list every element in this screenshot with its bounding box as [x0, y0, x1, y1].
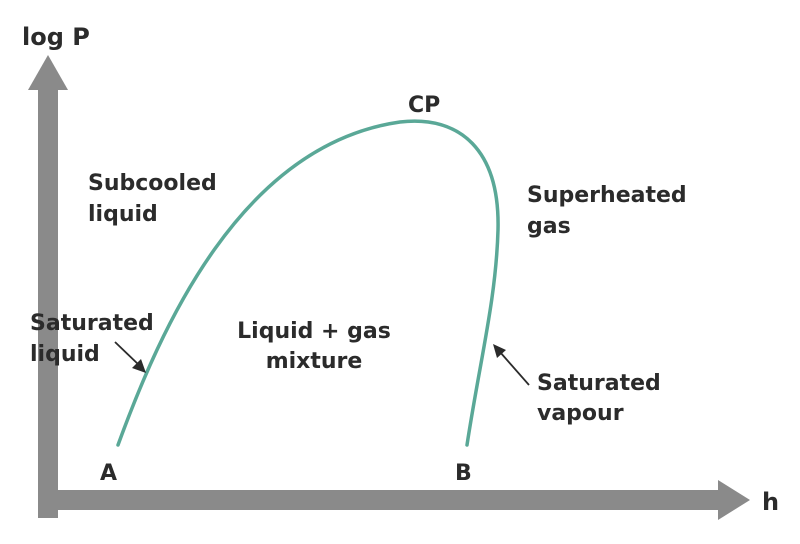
mixture-label-line2: mixture — [266, 349, 363, 374]
saturated-vapour-arrowhead-icon — [493, 344, 506, 358]
saturated-vapour-pointer-line — [499, 351, 530, 386]
saturated-liquid-pointer — [114, 341, 146, 373]
x-axis-arrowhead-icon — [718, 480, 750, 520]
x-axis — [38, 480, 750, 520]
mixture-label-line1: Liquid + gas — [237, 319, 391, 344]
saturated-liquid-label-line1: Saturated — [30, 311, 154, 336]
saturated-vapour-label-line2: vapour — [537, 401, 624, 426]
y-axis-arrowhead-icon — [28, 55, 68, 90]
subcooled-label-line2: liquid — [88, 202, 158, 227]
point-a-label: A — [100, 461, 117, 486]
y-axis — [28, 55, 68, 518]
x-axis-shaft — [38, 490, 724, 510]
superheated-label-line1: Superheated — [527, 183, 687, 208]
saturated-vapour-pointer — [493, 344, 530, 386]
saturated-liquid-arrowhead-icon — [132, 359, 146, 373]
subcooled-label-line1: Subcooled — [88, 171, 217, 196]
superheated-label-line2: gas — [527, 214, 571, 239]
point-b-label: B — [455, 461, 472, 486]
x-axis-label: h — [762, 488, 779, 516]
saturation-curve — [116, 119, 500, 447]
saturated-vapour-label-line1: Saturated — [537, 371, 661, 396]
saturated-liquid-label-line2: liquid — [30, 342, 100, 367]
y-axis-shaft — [38, 88, 58, 518]
y-axis-label: log P — [22, 23, 90, 51]
critical-point-label: CP — [408, 93, 440, 118]
saturated-liquid-pointer-line — [114, 341, 141, 367]
